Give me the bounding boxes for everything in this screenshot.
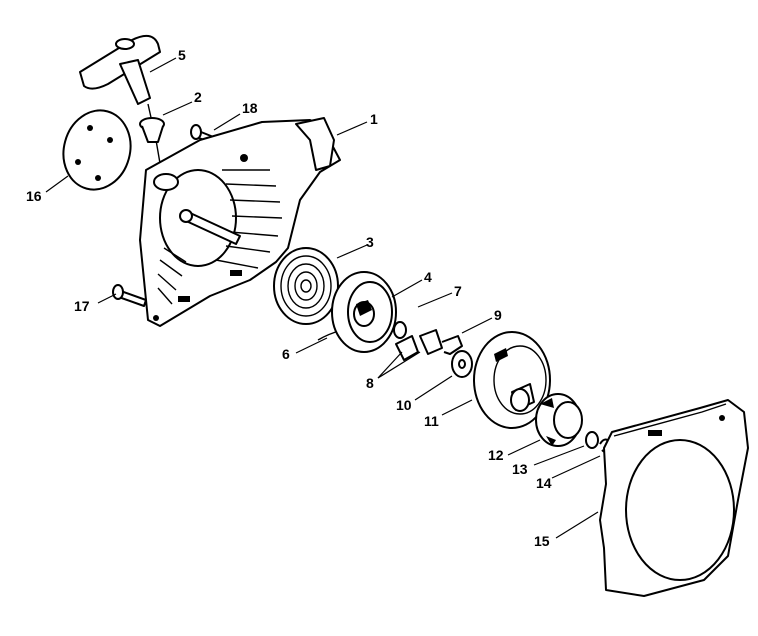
washer-thin — [585, 431, 599, 449]
starter-hub — [535, 393, 583, 447]
callout-18: 18 — [242, 100, 258, 116]
starter-pulley — [473, 331, 551, 429]
callout-14: 14 — [536, 475, 552, 491]
cover-plate — [62, 109, 132, 191]
callout-4: 4 — [424, 269, 432, 285]
fan-shroud — [599, 399, 749, 597]
callout-10: 10 — [396, 397, 412, 413]
fan-housing — [139, 117, 341, 327]
callout-7: 7 — [454, 283, 462, 299]
callout-12: 12 — [488, 447, 504, 463]
callout-13: 13 — [512, 461, 528, 477]
rope-guide-bushing — [139, 117, 165, 143]
spring-clip — [441, 335, 463, 355]
callout-6: 6 — [282, 346, 290, 362]
washer — [451, 350, 473, 378]
screw-lower — [112, 284, 147, 307]
leader-lines — [45, 57, 601, 539]
callout-15: 15 — [534, 533, 550, 549]
callout-11: 11 — [424, 413, 439, 429]
callout-3: 3 — [366, 234, 374, 250]
callout-1: 1 — [370, 111, 378, 127]
callout-16: 16 — [26, 188, 42, 204]
callout-5: 5 — [178, 47, 186, 63]
callout-8: 8 — [366, 375, 374, 391]
starter-grip-handle — [79, 34, 161, 105]
callout-9: 9 — [494, 307, 502, 323]
callout-17: 17 — [74, 298, 90, 314]
washer-small — [393, 321, 407, 339]
callout-2: 2 — [194, 89, 202, 105]
rope-rotor — [331, 271, 397, 353]
callout-labels: 1 2 3 4 5 6 7 8 9 10 11 12 13 14 15 16 1… — [26, 47, 552, 549]
pawls — [395, 329, 443, 361]
rewind-spring — [273, 247, 339, 325]
